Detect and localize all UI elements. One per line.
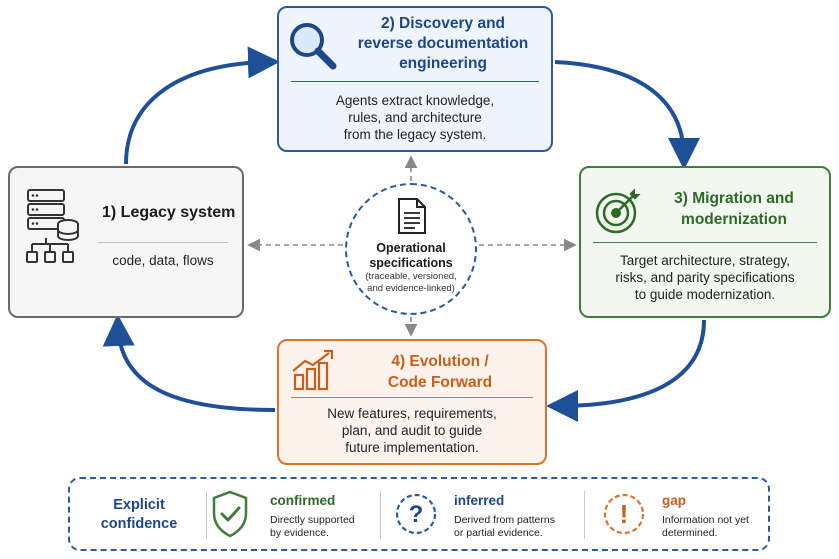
target-icon xyxy=(595,188,641,234)
migration-body: Target architecture, strategy, risks, an… xyxy=(615,253,795,302)
evolution-box: 4) Evolution / Code Forward New features… xyxy=(277,339,547,465)
arrow-migration-to-evolution xyxy=(546,319,706,422)
legend-gap-desc: Information not yet determined. xyxy=(662,514,749,539)
discovery-body: Agents extract knowledge, rules, and arc… xyxy=(335,93,495,142)
discovery-box: 2) Discovery and reverse documentation e… xyxy=(277,6,553,152)
legend-confirmed-name: confirmed xyxy=(270,493,336,508)
svg-text:!: ! xyxy=(620,499,629,529)
discovery-divider xyxy=(291,81,539,82)
arrow-evolution-to-legacy xyxy=(102,314,276,412)
evolution-body: New features, requirements, plan, and au… xyxy=(327,406,497,455)
growth-chart-icon xyxy=(292,349,334,391)
legend-confirmed-desc: Directly supported by evidence. xyxy=(270,514,355,539)
arrow-legacy-to-discovery xyxy=(124,46,280,165)
center-subtitle: (traceable, versioned, and evidence-link… xyxy=(365,271,457,294)
migration-divider xyxy=(593,242,817,243)
legacy-divider xyxy=(98,242,228,243)
legend-separator xyxy=(206,491,207,539)
operational-specifications-circle: Operational specifications (traceable, v… xyxy=(345,183,477,315)
legacy-title: 1) Legacy system xyxy=(102,204,236,221)
legend-separator xyxy=(380,491,381,539)
document-icon xyxy=(398,198,426,234)
legacy-body: code, data, flows xyxy=(112,253,214,268)
evolution-divider xyxy=(291,397,533,398)
confidence-legend: Explicit confidence confirmed Directly s… xyxy=(68,477,770,551)
legacy-system-box: 1) Legacy system code, data, flows xyxy=(8,166,244,318)
arrow-discovery-to-migration xyxy=(554,60,700,170)
discovery-title: 2) Discovery and reverse documentation e… xyxy=(357,15,529,72)
shield-check-icon xyxy=(212,490,248,538)
magnifier-icon xyxy=(290,23,337,70)
legend-inferred-name: inferred xyxy=(454,493,505,508)
exclamation-circle-icon: ! xyxy=(603,493,645,535)
server-database-icon xyxy=(26,189,79,263)
evolution-title: 4) Evolution / Code Forward xyxy=(387,353,493,391)
svg-text:?: ? xyxy=(409,501,424,528)
legend-title: Explicit confidence xyxy=(100,497,178,532)
legend-inferred-desc: Derived from patterns or partial evidenc… xyxy=(454,514,555,539)
legend-separator xyxy=(584,491,585,539)
migration-box: 3) Migration and modernization Target ar… xyxy=(579,166,831,318)
migration-title: 3) Migration and modernization xyxy=(674,190,794,228)
center-title: Operational specifications xyxy=(369,241,453,270)
legend-gap-name: gap xyxy=(662,493,687,508)
question-circle-icon: ? xyxy=(395,493,437,535)
